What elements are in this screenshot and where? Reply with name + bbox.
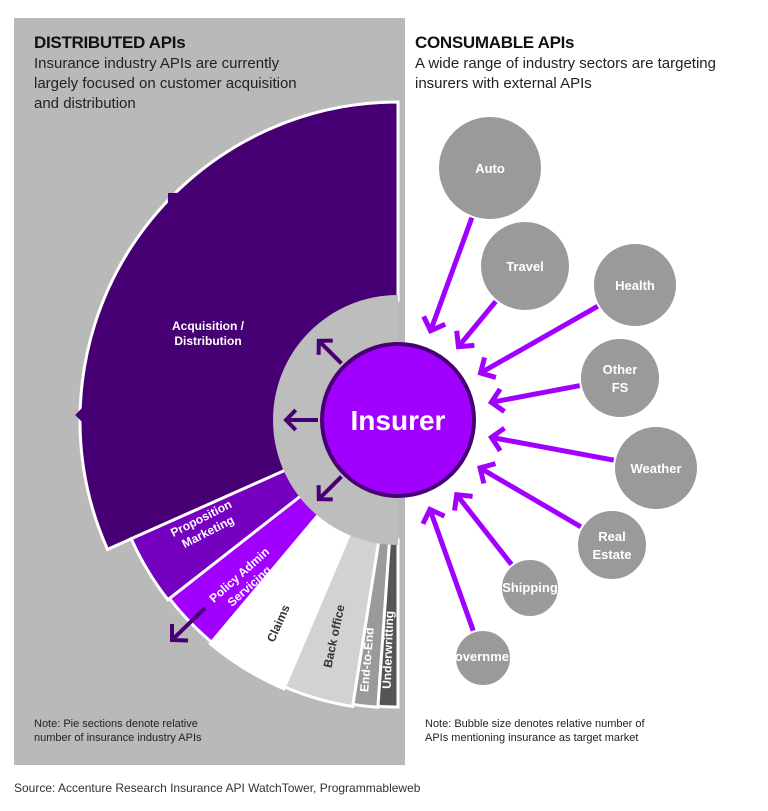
label-line: Underwritting: [380, 611, 397, 689]
label-line: Distribution: [174, 334, 241, 348]
label-line: End-to-End: [357, 627, 377, 693]
subtitle-line: and distribution: [34, 95, 136, 112]
outward-arrow: [317, 475, 343, 501]
label-line: Auto: [475, 161, 505, 176]
bubble-label: Weather: [630, 461, 681, 476]
arrowhead-icon: [167, 192, 187, 212]
distributed-title: DISTRIBUTED APIs: [34, 33, 186, 52]
arrowhead-icon: [452, 491, 473, 511]
subtitle-line: largely focused on customer acquisition: [34, 75, 297, 92]
bubble-label: Shipping: [502, 580, 558, 595]
arrowhead-icon: [316, 485, 333, 502]
label-line: Other: [603, 362, 638, 377]
sector-bubble: [579, 337, 661, 419]
note-line: Note: Bubble size denotes relative numbe…: [425, 718, 645, 730]
subtitle-line: A wide range of industry sectors are tar…: [415, 55, 716, 72]
inbound-arrow: [479, 303, 600, 376]
label-line: Travel: [506, 259, 544, 274]
arrowhead-icon: [477, 356, 497, 380]
note-line: Note: Pie sections denote relative: [34, 718, 198, 730]
sector-bubble: [454, 629, 512, 687]
sector-bubble: [437, 115, 543, 221]
sector-bubble: [479, 220, 571, 312]
arrowhead-icon: [169, 623, 189, 643]
arrowhead-icon: [477, 461, 497, 485]
pie-wedge-label: End-to-End: [357, 627, 377, 693]
insurer-circle: [320, 342, 476, 498]
arrowhead-icon: [454, 330, 475, 350]
outward-arrow: [317, 339, 343, 365]
sector-bubble: [500, 558, 560, 618]
inbound-arrow: [428, 215, 475, 332]
label-line: FS: [612, 380, 629, 395]
bubble-label: Government: [445, 649, 522, 664]
bubble-label: Health: [615, 278, 655, 293]
inbound-arrow: [490, 382, 582, 405]
pie-wedge-label: Acquisition /Distribution: [172, 319, 245, 348]
inbound-arrow: [490, 434, 616, 463]
arrowhead-icon: [75, 402, 91, 428]
label-line: Estate: [592, 547, 631, 562]
pie-note: Note: Pie sections denote relative numbe…: [34, 717, 202, 745]
inbound-arrow: [427, 508, 476, 633]
label-line: Health: [615, 278, 655, 293]
sector-bubble: [613, 425, 699, 511]
sector-bubble: [592, 242, 678, 328]
arrowhead-icon: [420, 506, 446, 525]
pie-wedge-label: Underwritting: [380, 611, 397, 689]
insurer-label: Insurer: [351, 405, 446, 436]
label-line: Shipping: [502, 580, 558, 595]
label-line: Weather: [630, 461, 681, 476]
arrowhead-icon: [487, 387, 506, 414]
consumable-subtitle: A wide range of industry sectors are tar…: [415, 54, 716, 94]
bubble-label: Auto: [475, 161, 505, 176]
label-line: Real: [598, 529, 625, 544]
sector-bubble: [576, 509, 648, 581]
inbound-arrow: [456, 299, 499, 349]
label-line: Acquisition /: [172, 319, 245, 333]
outward-arrow: [168, 193, 207, 232]
arrowhead-icon: [421, 315, 447, 335]
inbound-arrow: [478, 465, 584, 530]
bubble-label: Travel: [506, 259, 544, 274]
label-line: Government: [445, 649, 522, 664]
outward-arrow: [170, 606, 207, 642]
arrowhead-icon: [316, 338, 333, 355]
bubble-note: Note: Bubble size denotes relative numbe…: [425, 717, 645, 745]
source-text: Source: Accenture Research Insurance API…: [14, 781, 421, 795]
distributed-subtitle: Insurance industry APIs are currently la…: [34, 54, 297, 114]
note-line: APIs mentioning insurance as target mark…: [425, 732, 639, 744]
arrowhead-icon: [487, 426, 506, 453]
consumable-title: CONSUMABLE APIs: [415, 33, 575, 52]
arrowhead-icon: [283, 408, 298, 432]
inbound-arrow: [454, 493, 515, 567]
subtitle-line: insurers with external APIs: [415, 75, 592, 92]
note-line: number of insurance industry APIs: [34, 732, 202, 744]
subtitle-line: Insurance industry APIs are currently: [34, 55, 280, 72]
